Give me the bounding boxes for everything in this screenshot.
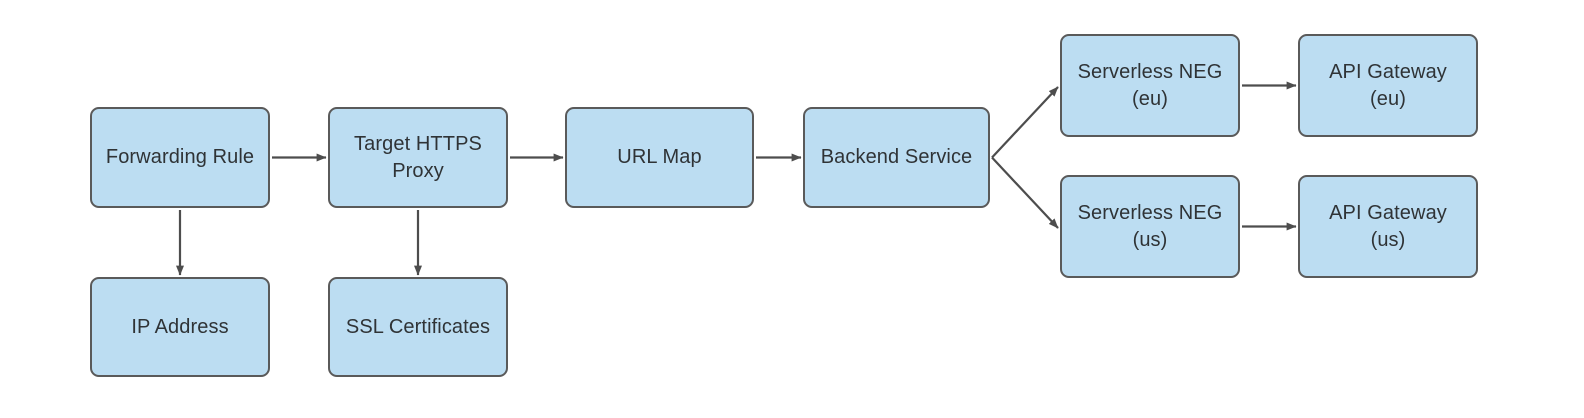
node-ip-address[interactable]: IP Address bbox=[90, 277, 270, 377]
node-backend-service[interactable]: Backend Service bbox=[803, 107, 990, 208]
node-target-https-proxy[interactable]: Target HTTPS Proxy bbox=[328, 107, 508, 208]
node-ip-address-label: IP Address bbox=[131, 315, 229, 338]
edge-backend-service-to-serverless-neg-us bbox=[991, 156, 1059, 229]
node-api-gateway-us-label: API Gateway (us) bbox=[1329, 201, 1447, 251]
node-ssl-certificates-label: SSL Certificates bbox=[345, 315, 491, 338]
node-ssl-certificates[interactable]: SSL Certificates bbox=[328, 277, 508, 377]
node-forwarding-rule[interactable]: Forwarding Rule bbox=[90, 107, 270, 208]
node-forwarding-rule-label: Forwarding Rule bbox=[105, 146, 255, 168]
node-url-map-label: URL Map bbox=[617, 146, 702, 168]
edge-backend-service-to-serverless-neg-eu bbox=[991, 86, 1059, 159]
node-serverless-neg-eu[interactable]: Serverless NEG (eu) bbox=[1060, 34, 1240, 137]
node-serverless-neg-us-label: Serverless NEG (us) bbox=[1077, 201, 1223, 251]
node-api-gateway-eu[interactable]: API Gateway (eu) bbox=[1298, 34, 1478, 137]
node-api-gateway-us[interactable]: API Gateway (us) bbox=[1298, 175, 1478, 278]
node-url-map[interactable]: URL Map bbox=[565, 107, 754, 208]
node-serverless-neg-eu-label: Serverless NEG (eu) bbox=[1077, 60, 1223, 110]
node-backend-service-label: Backend Service bbox=[820, 146, 973, 168]
node-target-https-proxy-label: Target HTTPS Proxy bbox=[354, 132, 482, 182]
node-api-gateway-eu-label: API Gateway (eu) bbox=[1329, 60, 1447, 110]
node-serverless-neg-us[interactable]: Serverless NEG (us) bbox=[1060, 175, 1240, 278]
